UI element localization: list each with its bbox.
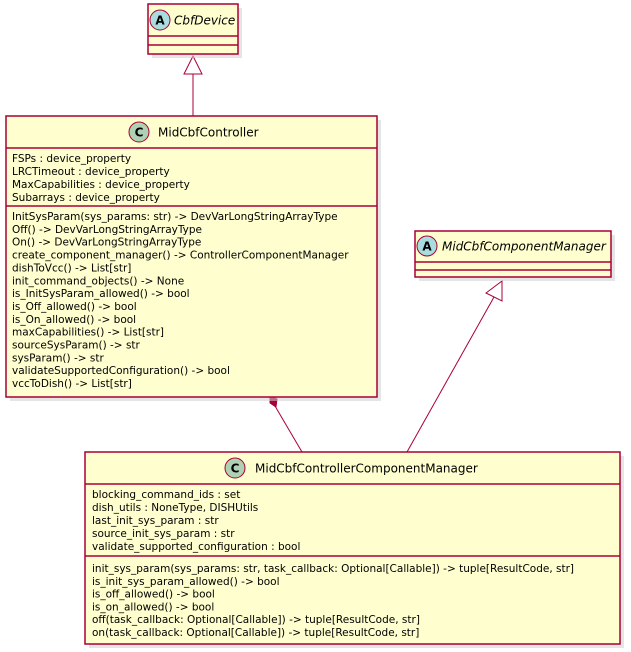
method-entry: On() -> DevVarLongStringArrayType (12, 237, 201, 249)
field-entry: dish_utils : NoneType, DISHUtils (92, 502, 258, 514)
method-entry: init_sys_param(sys_params: str, task_cal… (92, 563, 574, 575)
class-midcbfcontroller[interactable]: C MidCbfController FSPs : device_propert… (5, 115, 381, 401)
method-entry: sysParam() -> str (12, 352, 104, 364)
badge-letter: A (155, 14, 165, 28)
field-entry: FSPs : device_property (12, 153, 131, 165)
field-entry: blocking_command_ids : set (92, 489, 240, 501)
method-entry: is_on_allowed() -> bool (92, 601, 214, 613)
method-entry: vccToDish() -> List[str] (12, 378, 132, 390)
inheritance-line-ccm-to-componentmanager (406, 296, 495, 453)
class-name: MidCbfController (158, 126, 259, 140)
method-entry: off(task_callback: Optional[Callable]) -… (92, 614, 420, 626)
abstract-badge-icon (149, 9, 171, 31)
badge-letter: A (422, 240, 432, 254)
field-entry: Subarrays : device_property (12, 192, 160, 204)
composition-line-controller-to-ccm (274, 405, 303, 453)
field-entry: validate_supported_configuration : bool (92, 541, 300, 553)
class-midcbfcomponentmanager[interactable]: A MidCbfComponentManager (414, 230, 615, 281)
class-name: CbfDevice (174, 14, 235, 28)
class-cbfdevice[interactable]: A CbfDevice (147, 3, 242, 58)
class-box (5, 115, 378, 398)
badge-letter: C (231, 462, 240, 476)
connectors (183, 54, 503, 453)
class-badge-icon (128, 121, 150, 143)
method-entry: is_off_allowed() -> bool (92, 589, 215, 601)
inheritance-arrow-cbfdevice (183, 54, 203, 75)
method-entry: is_InitSysParam_allowed() -> bool (12, 288, 190, 300)
class-midcbfcontrollercomponentmanager[interactable]: C MidCbfControllerComponentManager block… (84, 451, 624, 648)
class-badge-icon (224, 457, 246, 479)
method-entry: maxCapabilities() -> List[str] (12, 327, 164, 339)
class-name: MidCbfControllerComponentManager (255, 462, 478, 476)
method-entry: init_command_objects() -> None (12, 275, 184, 287)
field-entry: last_init_sys_param : str (92, 515, 219, 527)
badge-letter: C (135, 126, 144, 140)
field-entry: LRCTimeout : device_property (12, 166, 170, 178)
field-entry: MaxCapabilities : device_property (12, 179, 190, 191)
class-name: MidCbfComponentManager (442, 240, 607, 254)
method-entry: on(task_callback: Optional[Callable]) ->… (92, 627, 419, 639)
method-list: init_sys_param(sys_params: str, task_cal… (92, 563, 574, 639)
field-entry: source_init_sys_param : str (92, 528, 235, 540)
method-entry: sourceSysParam() -> str (12, 340, 141, 352)
abstract-badge-icon (416, 235, 438, 257)
method-list: InitSysParam(sys_params: str) -> DevVarL… (12, 211, 349, 390)
method-entry: dishToVcc() -> List[str] (12, 262, 131, 274)
method-entry: InitSysParam(sys_params: str) -> DevVarL… (12, 211, 338, 223)
method-entry: Off() -> DevVarLongStringArrayType (12, 224, 202, 236)
method-entry: is_Off_allowed() -> bool (12, 301, 137, 313)
method-entry: is_init_sys_param_allowed() -> bool (92, 576, 280, 588)
method-entry: create_component_manager() -> Controller… (12, 250, 349, 262)
inheritance-arrow-componentmanager (485, 280, 503, 302)
method-entry: is_On_allowed() -> bool (12, 314, 136, 326)
method-entry: validateSupportedConfiguration() -> bool (12, 365, 230, 377)
